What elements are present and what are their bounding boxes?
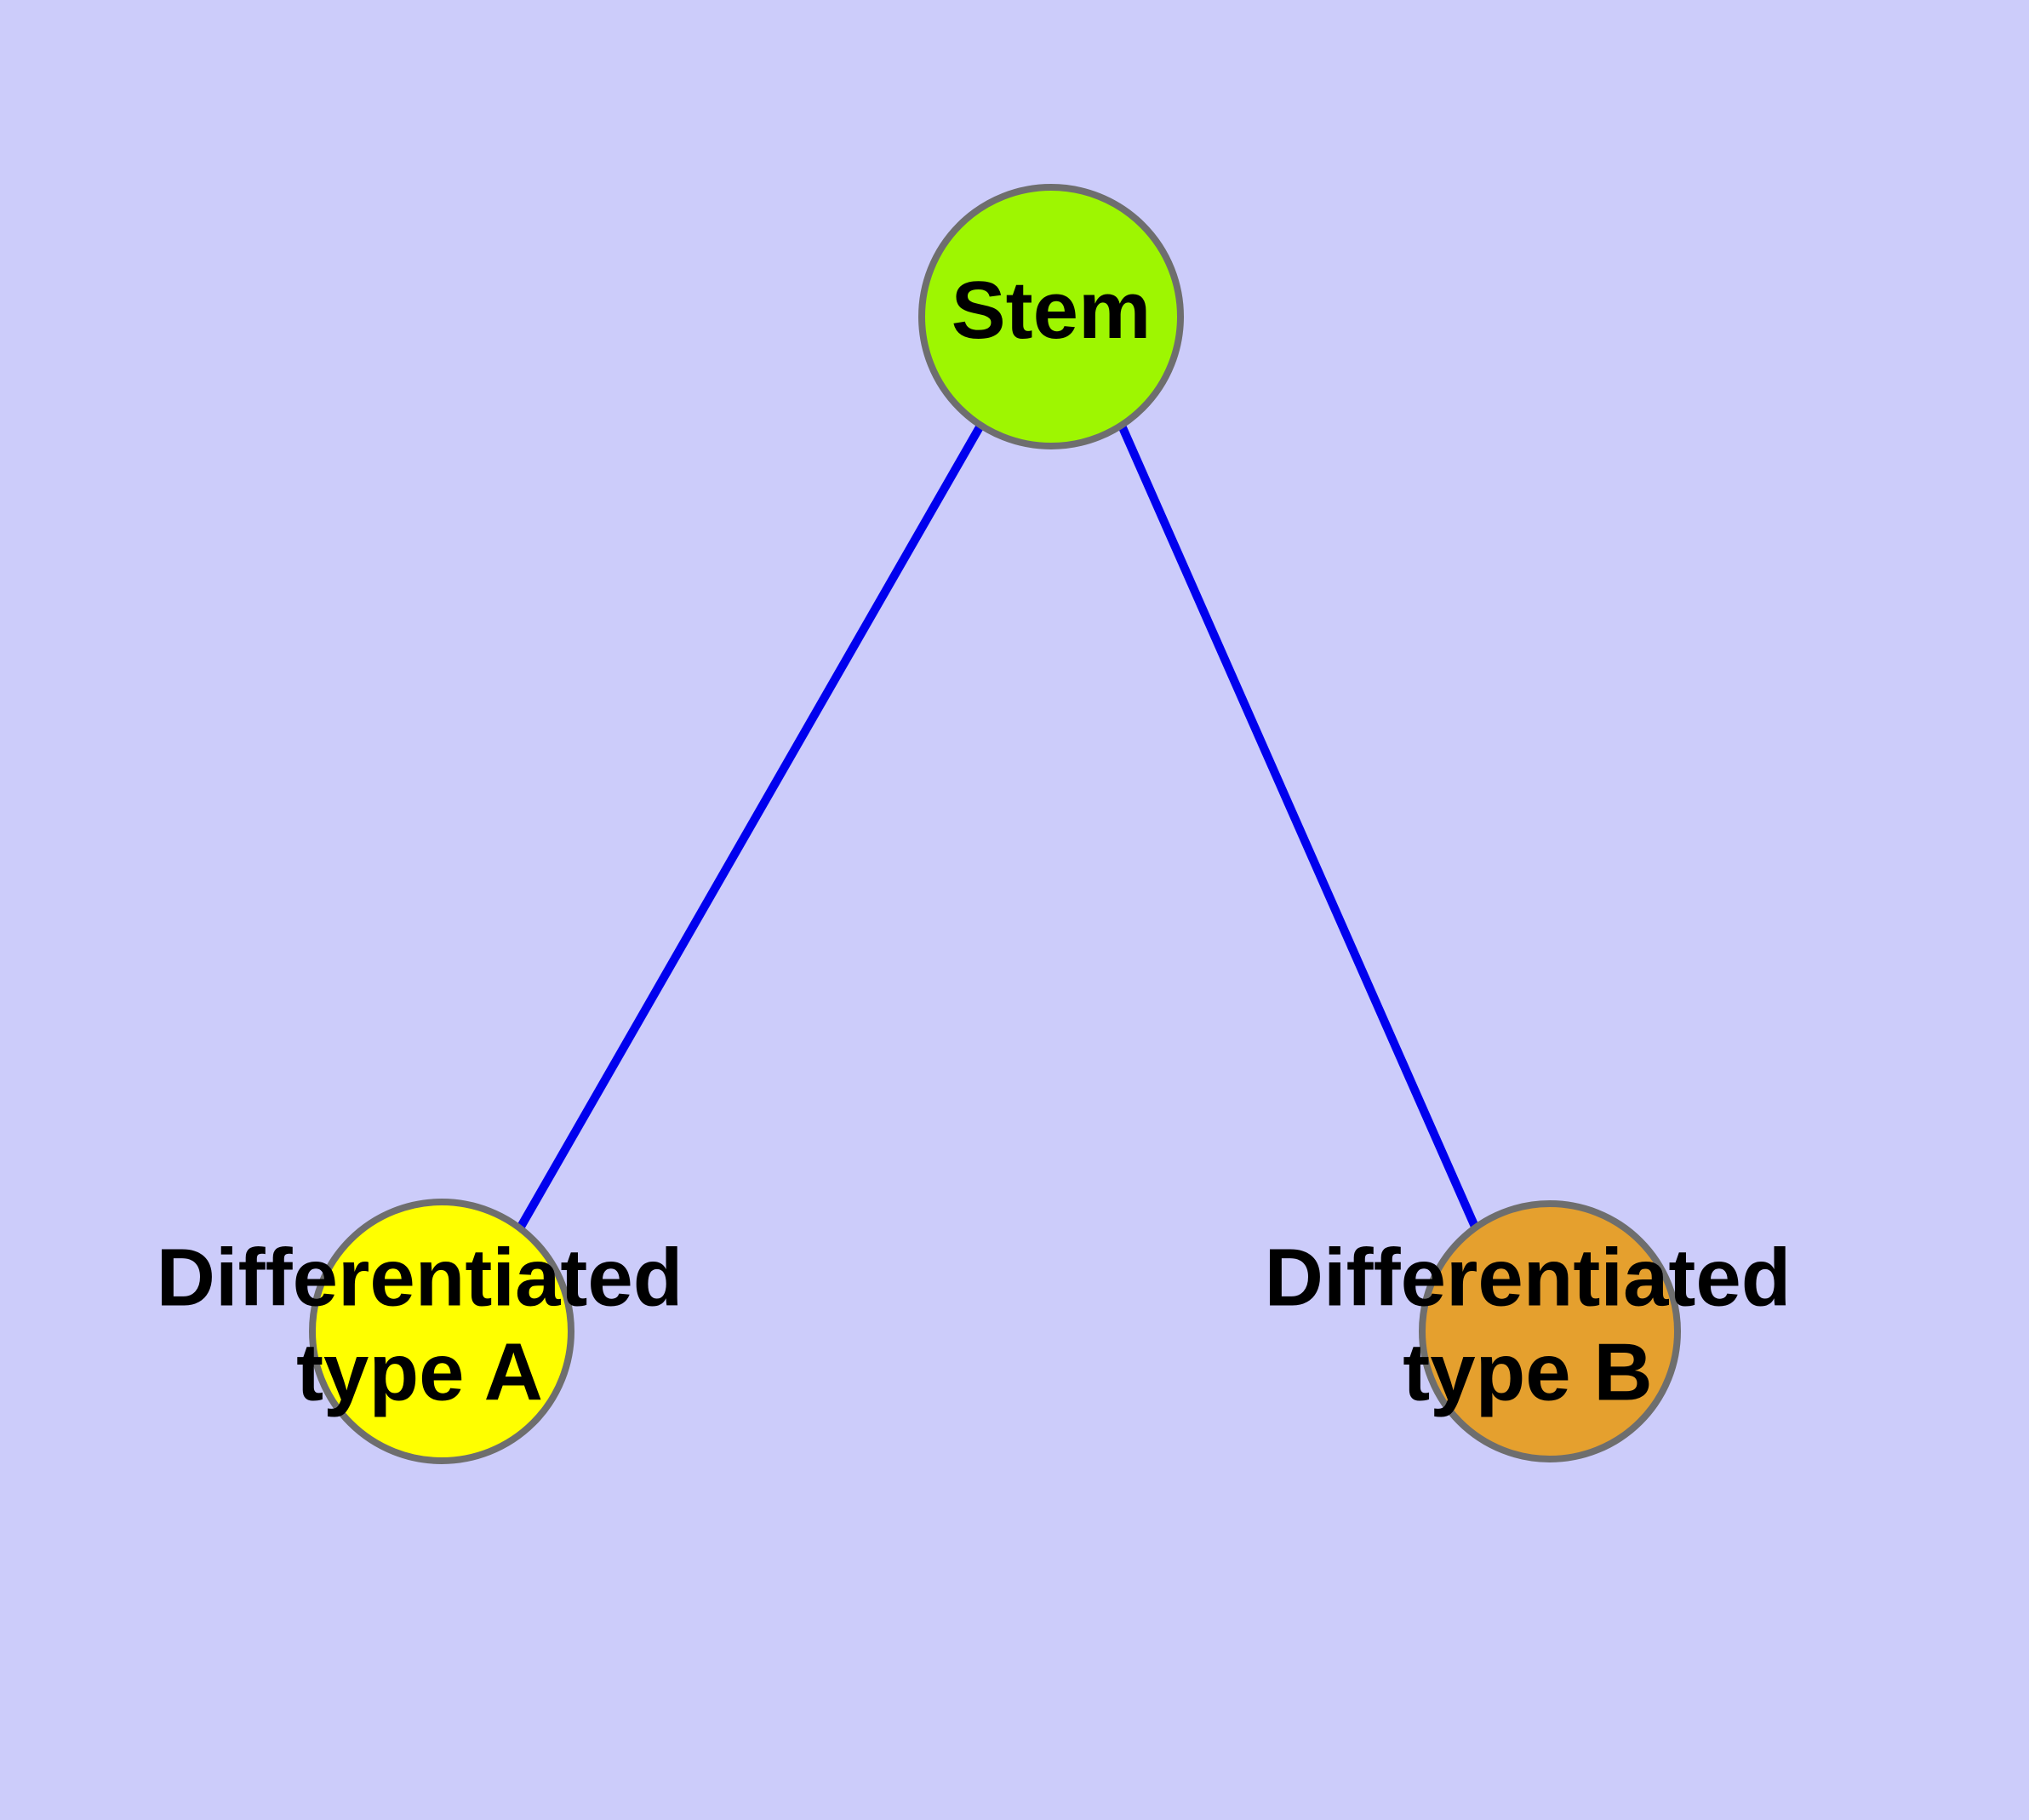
edge-stem-to-differentiated-type-a[interactable] xyxy=(517,423,985,1229)
label-line: Stem xyxy=(952,265,1152,356)
edge-stem-to-differentiated-type-b[interactable] xyxy=(1117,423,1479,1229)
edge-layer xyxy=(517,423,1479,1229)
label-line: Differentiated xyxy=(157,1233,683,1324)
label-line: Differentiated xyxy=(1265,1233,1792,1324)
node-differentiated-type-b-circle[interactable] xyxy=(1419,1200,1681,1462)
label-line: type A xyxy=(296,1327,543,1418)
node-differentiated-type-a-circle[interactable] xyxy=(309,1199,574,1464)
label-line: type B xyxy=(1403,1327,1652,1418)
node-stem-circle[interactable] xyxy=(918,184,1184,449)
node-stem[interactable]: Stem xyxy=(918,184,1184,449)
node-stem-label: Stem xyxy=(952,265,1152,356)
